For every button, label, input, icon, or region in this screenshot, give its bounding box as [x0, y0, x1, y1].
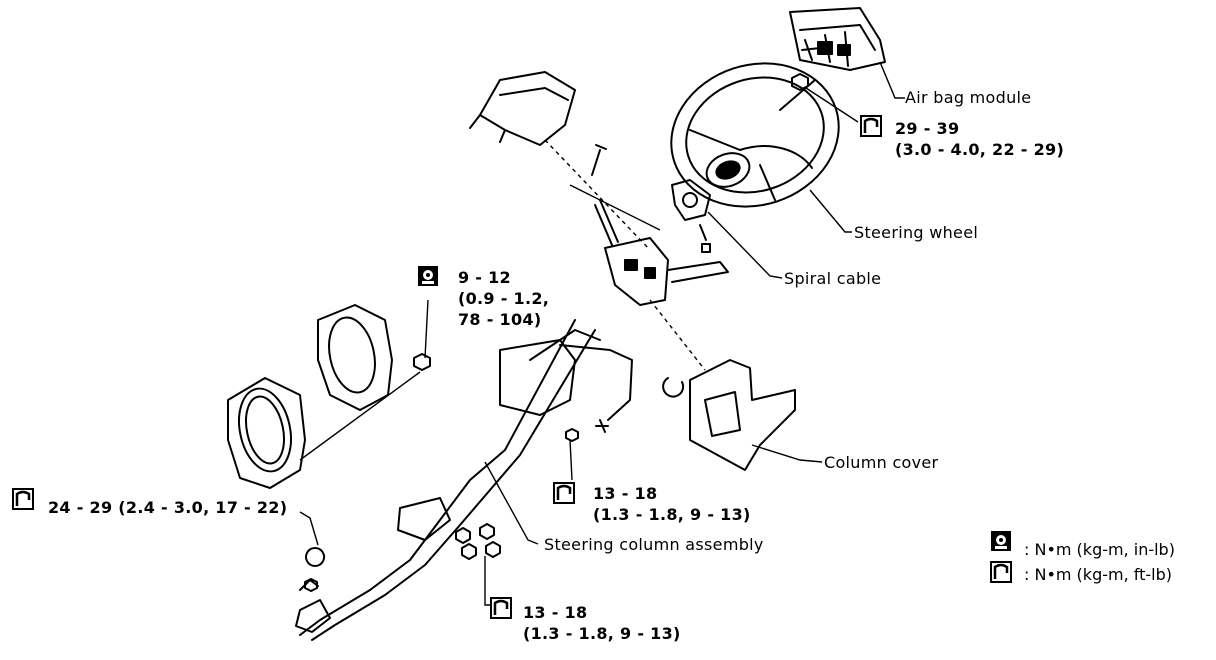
dash-switch	[569, 184, 661, 231]
torque-wrench-ftlb-icon	[860, 115, 882, 137]
label-spiral-cable: Spiral cable	[784, 269, 882, 288]
torque-main: 13 - 18	[593, 484, 658, 503]
torque-wrench-ftlb-icon	[12, 488, 34, 510]
leader-t3	[569, 439, 573, 481]
label-steering-wheel: Steering wheel	[854, 223, 979, 242]
column-hole-cover	[227, 304, 393, 489]
leader-t5	[484, 556, 490, 606]
top-bolt	[591, 144, 607, 176]
torque-sub: (1.3 - 1.8, 9 - 13)	[593, 505, 751, 524]
legend-ftlb-text: : N•m (kg-m, ft-lb)	[1024, 565, 1172, 584]
nut-lower-left	[304, 547, 326, 592]
steering-wheel	[670, 62, 840, 208]
nut-left	[413, 353, 431, 371]
torque-sub: (1.3 - 1.8, 9 - 13)	[523, 624, 681, 643]
dash-boot	[299, 371, 421, 461]
torque-main: 9 - 12	[458, 268, 511, 287]
leader-t2	[424, 299, 429, 359]
legend-ftlb-icon	[990, 561, 1012, 583]
nut-bottom-b	[479, 523, 495, 540]
label-column-cover: Column cover	[824, 453, 939, 472]
torque-sub-1: (0.9 - 1.2,	[458, 289, 550, 308]
legend-inlb-icon	[991, 531, 1011, 551]
upper-column-cover	[469, 71, 576, 146]
spiral-cable	[671, 179, 711, 253]
dash-lower	[649, 299, 706, 371]
nut-bottom-a	[455, 527, 471, 544]
torque-main: 29 - 39	[895, 119, 960, 138]
leader-wheel	[809, 189, 852, 233]
torque-sub: (3.0 - 4.0, 22 - 29)	[895, 140, 1065, 159]
leader-torque1	[805, 87, 859, 123]
torque-sub-2: 78 - 104)	[458, 310, 542, 329]
torque-spec-lower-joint: 24 - 29 (2.4 - 3.0, 17 - 22)	[48, 498, 288, 517]
air-bag-module	[789, 7, 886, 71]
torque-spec-inlb: 9 - 12 (0.9 - 1.2, 78 - 104)	[458, 268, 549, 329]
torque-wrench-inlb-icon	[418, 266, 438, 286]
column-tube	[295, 319, 633, 641]
legend-inlb-text: : N•m (kg-m, in-lb)	[1024, 540, 1175, 559]
torque-spec-column: 13 - 18 (1.3 - 1.8, 9 - 13)	[593, 484, 751, 524]
leader-spiral	[707, 211, 783, 279]
torque-main: 13 - 18	[523, 603, 588, 622]
dash-cover	[544, 139, 651, 251]
leader-airbag	[879, 61, 905, 99]
torque-wrench-ftlb-icon	[553, 482, 575, 504]
leader-column	[484, 461, 539, 545]
combination-switch	[594, 199, 729, 306]
label-steering-column-assembly: Steering column assembly	[544, 535, 764, 554]
bolt-mid	[565, 428, 579, 442]
label-air-bag-module: Air bag module	[905, 88, 1032, 107]
torque-spec-bottom: 13 - 18 (1.3 - 1.8, 9 - 13)	[523, 603, 681, 643]
nut-bottom-c	[485, 541, 501, 558]
lower-column-cover	[662, 359, 796, 471]
nut-bottom-d	[461, 543, 477, 560]
torque-spec-airbag: 29 - 39 (3.0 - 4.0, 22 - 29)	[895, 119, 1064, 159]
leader-t4	[299, 511, 319, 546]
torque-wrench-ftlb-icon	[490, 597, 512, 619]
leader-cover	[751, 444, 823, 463]
